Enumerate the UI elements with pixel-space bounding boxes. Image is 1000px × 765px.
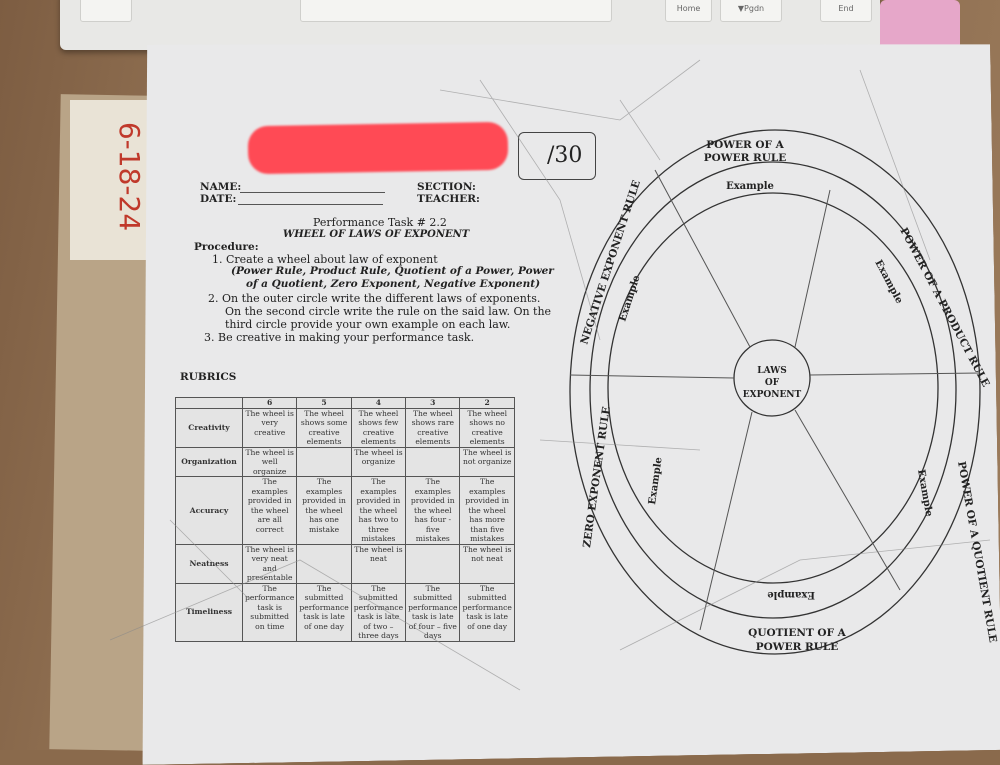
criterion-label: Creativity	[175, 407, 243, 448]
rubric-cell: The wheel is well organize	[241, 446, 298, 477]
wheel-label: POWER OF A QUOTIENT RULE	[955, 460, 999, 643]
criterion-label: Organization	[175, 446, 243, 477]
second-circle	[589, 161, 957, 619]
rubric-cell: The wheel is not organize	[459, 446, 515, 477]
key	[80, 0, 132, 22]
rubric-cell: The wheel is very neat and presentable	[241, 543, 298, 584]
rubric-cell: The examples provided in the wheel are a…	[241, 476, 298, 545]
outer-circle	[569, 129, 981, 655]
rubric-cell: The wheel shows rare creative elements	[405, 407, 461, 448]
rubric-cell: The performance task is submitted on tim…	[241, 582, 298, 642]
wheel-example: Example	[767, 589, 815, 600]
wheel-example: Example	[872, 258, 904, 305]
table-header-row: 6 5 4 3 2	[175, 397, 515, 409]
rubric-cell: The submitted performance task is late o…	[296, 582, 352, 642]
pink-marker	[880, 0, 960, 50]
keyboard: Home ▼Pgdn End	[60, 0, 880, 50]
rubric-cell: The wheel shows no creative elements	[459, 407, 515, 448]
wheel-example: Example	[617, 274, 642, 323]
rubric-cell: The wheel shows some creative elements	[296, 407, 352, 448]
wheel-label: ZERO EXPONENT RULE	[581, 406, 613, 549]
date-field: DATE:	[200, 193, 237, 205]
third-circle	[607, 192, 939, 584]
procedure-step: On the second circle write the rule on t…	[225, 305, 552, 318]
wheel-example: Example	[726, 181, 774, 192]
procedure-heading: Procedure:	[194, 241, 259, 253]
wheel-label: POWER OF A PRODUCT RULE	[897, 226, 991, 389]
date-label: 6-18-24	[70, 100, 150, 260]
wheel-example: Example	[647, 457, 665, 506]
rubric-cell: The wheel is very creative	[241, 407, 298, 448]
rubric-cell	[405, 543, 461, 584]
rubrics-heading: RUBRICS	[180, 371, 237, 383]
key-home: Home	[665, 0, 712, 22]
rubric-cell: The wheel is neat	[350, 543, 407, 584]
rubric-cell: The submitted performance task is late o…	[350, 582, 407, 642]
procedure-step: third circle provide your own example on…	[225, 318, 511, 331]
procedure-detail: of a Quotient, Zero Exponent, Negative E…	[246, 278, 541, 290]
rubric-cell: The examples provided in the wheel has f…	[405, 476, 461, 545]
wheel-label: POWER OF A	[706, 139, 784, 151]
wheel-label: POWER RULE	[704, 152, 787, 164]
rubric-cell: The examples provided in the wheel has m…	[459, 476, 515, 545]
center-label: LAWS	[757, 366, 786, 376]
wheel-label: QUOTIENT OF A	[748, 627, 847, 639]
rubric-cell: The submitted performance task is late o…	[459, 582, 515, 642]
rubric-cell: The wheel is organize	[350, 446, 407, 477]
procedure-step: 3. Be creative in making your performanc…	[204, 331, 475, 344]
task-number: Performance Task # 2.2	[313, 216, 447, 229]
procedure-step: 2. On the outer circle write the differe…	[208, 292, 541, 305]
procedure-detail: (Power Rule, Product Rule, Quotient of a…	[231, 265, 554, 277]
procedure-step: 1. Create a wheel about law of exponent	[212, 253, 438, 266]
score-box: /30	[518, 132, 596, 180]
wheel-label: NEGATIVE EXPONENT RULE	[578, 179, 643, 346]
name-field: NAME:	[200, 181, 242, 193]
section-field: SECTION:	[417, 181, 476, 193]
rubric-cell	[405, 446, 461, 477]
center-label: EXPONENT	[743, 390, 802, 400]
score-text: /30	[547, 143, 583, 168]
rubric-cell: The submitted performance task is late o…	[405, 582, 461, 642]
wheel-example: Example	[915, 469, 934, 518]
rubric-cell: The wheel shows few creative elements	[350, 407, 407, 448]
criterion-label: Timeliness	[175, 582, 243, 642]
key-end: End	[820, 0, 872, 22]
center-label: OF	[765, 378, 780, 388]
teacher-field: TEACHER:	[417, 193, 480, 205]
wheel-label: POWER RULE	[756, 641, 839, 653]
spacebar-key	[300, 0, 612, 22]
key-pgdn: ▼Pgdn	[720, 0, 782, 22]
task-title: WHEEL OF LAWS OF EXPONENT	[283, 229, 470, 240]
criterion-label: Accuracy	[175, 476, 243, 545]
